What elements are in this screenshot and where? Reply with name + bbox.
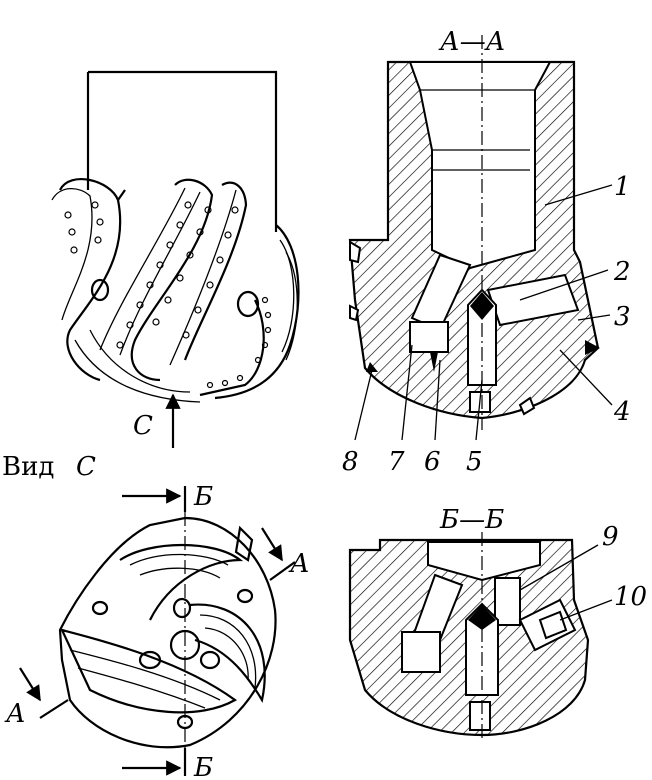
cut-b-bottom: Б	[193, 753, 213, 780]
part-9: 9	[602, 522, 619, 552]
part-5: 5	[466, 447, 483, 477]
arrow-c-label: С	[133, 411, 153, 441]
section-aa-title: А—А	[438, 27, 505, 57]
part-10: 10	[614, 582, 647, 612]
part-3: 3	[614, 302, 631, 332]
view-letter: С	[76, 452, 96, 482]
helical-blades	[51, 178, 265, 403]
bit-side-view: С	[51, 70, 300, 448]
cutter-inserts	[64, 201, 272, 389]
part-6: 6	[424, 447, 441, 477]
cut-a-right: А	[288, 549, 310, 579]
view-label: Вид	[2, 452, 54, 482]
section-bb-title: Б—Б	[439, 505, 504, 535]
section-a-a: А—А 1 2 3	[342, 27, 631, 477]
part-7: 7	[388, 447, 405, 477]
view-c: Вид С Б Б А А	[2, 452, 310, 780]
part-1: 1	[614, 172, 631, 202]
cut-a-left: А	[4, 699, 26, 729]
part-4: 4	[613, 397, 631, 427]
part-8: 8	[342, 447, 359, 477]
part-2: 2	[613, 257, 631, 287]
cut-b-top: Б	[193, 482, 213, 512]
section-b-b: Б—Б 9 10	[348, 505, 647, 740]
